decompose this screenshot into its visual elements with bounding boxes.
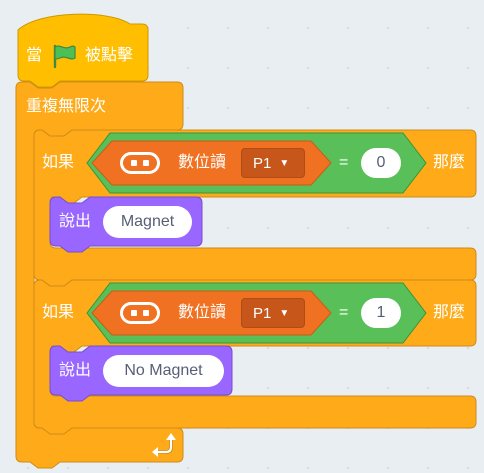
green-flag-icon [53,44,76,69]
if-label-2: 如果 [42,304,75,321]
forever-label: 重複無限次 [26,98,107,115]
when-flag-clicked-block[interactable] [17,13,149,88]
hat-prefix-label: 當 [26,47,43,64]
loop-arrow-icon [152,433,176,457]
microbit-icon [120,152,160,174]
microbit-icon [120,302,160,324]
say-label-1: 說出 [59,213,92,230]
hat-suffix-label: 被點擊 [85,47,134,64]
equals-sign-1: = [339,154,349,171]
say-text-input-2[interactable]: No Magnet [103,355,224,387]
say-text-input-1[interactable]: Magnet [103,206,192,238]
pin-dropdown-1[interactable]: P1 ▼ [241,148,305,178]
if-label-1: 如果 [42,154,75,171]
compare-input-2[interactable]: 1 [361,298,401,328]
reporter-label-1: 數位讀 [178,154,227,171]
equals-sign-2: = [339,304,349,321]
pin-dropdown-2[interactable]: P1 ▼ [241,298,305,328]
say-label-2: 說出 [59,362,92,379]
compare-input-1[interactable]: 0 [361,148,401,178]
chevron-down-icon: ▼ [279,157,290,169]
pin-value-2: P1 [253,304,272,322]
pin-value-1: P1 [253,154,272,172]
chevron-down-icon: ▼ [279,307,290,319]
reporter-label-2: 數位讀 [178,304,227,321]
then-label-2: 那麼 [433,304,466,321]
then-label-1: 那麼 [433,154,466,171]
